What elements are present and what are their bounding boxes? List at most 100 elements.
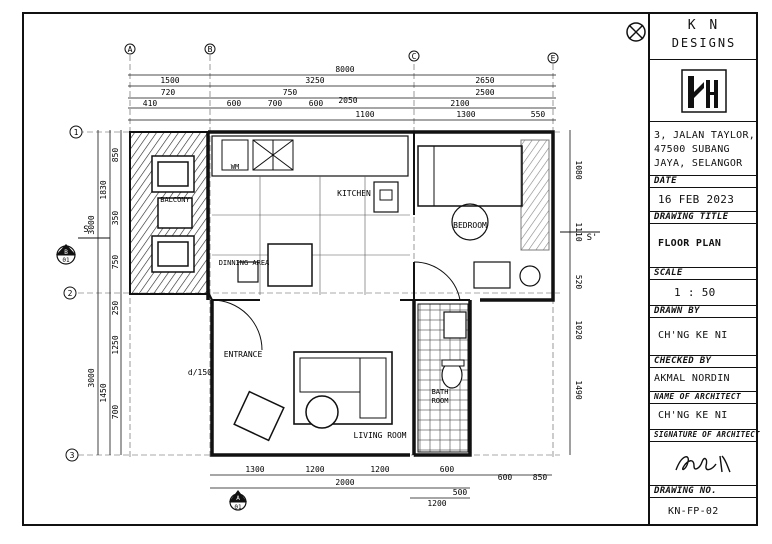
dining-chair [237,261,259,283]
grid-bubble-b [204,43,216,55]
sofa-chaise [359,357,387,419]
signature-label: SIGNATURE OF ARCHITECT [654,430,760,439]
dim-right-1080: 1080 [574,160,583,179]
dim-left-1450: 1450 [99,383,108,402]
dim-top-3250: 3250 [305,76,324,85]
grid-bubble-e [547,52,559,64]
address-line-1: 3, JALAN TAYLOR, [654,130,756,141]
grid-label-e: E [551,54,556,63]
dim-bot-1200c: 1200 [427,499,446,508]
dim-top-1100: 1100 [355,110,374,119]
architect-value: CH'NG KE NI [658,410,728,421]
scale-label-cell: SCALE [650,268,758,280]
address-line-3: JAYA, SELANGOR [654,158,743,169]
room-label-dining: DINNING AREA [219,259,270,267]
dim-top-2650: 2650 [475,76,494,85]
drawing-no-value-cell: KN-FP-02 [650,498,758,524]
date-label: DATE [654,176,677,186]
room-label-room: ROOM [432,397,449,405]
address-line-2: 47500 SUBANG [654,144,730,155]
dim-bot-600a: 600 [440,465,455,474]
dim-right-1490: 1490 [574,380,583,399]
grid-label-2: 2 [68,289,73,298]
entrance-door-swing [211,299,263,351]
dim-left-3000b: 3000 [87,368,96,387]
balcony-table [157,197,193,229]
room-label-kitchen: KITCHEN [337,189,371,198]
room-label-bedroom: BEDROOM [453,221,487,230]
architect-label: NAME OF ARCHITECT [654,392,741,401]
room-label-entrance: ENTRANCE [224,350,263,359]
dim-top-600a: 600 [227,99,242,108]
checked-by-label-cell: CHECKED BY [650,356,758,368]
logo-cell [650,60,758,122]
door-tag: d/150 [188,368,212,377]
grid-bubble-c [408,50,420,62]
elevation-marker-bottom: A 01 [229,490,247,511]
title-block: K N DESIGNS 3, JALAN TAYLOR, 47500 SUBAN… [626,12,760,526]
dim-top-600b: 600 [309,99,324,108]
left-dimension-lines [97,130,122,455]
dim-bot-1300: 1300 [245,465,264,474]
bedroom-rug [451,203,489,241]
grid-label-c: C [412,52,417,61]
wash-basin [443,311,467,339]
coffee-table [305,395,339,429]
dim-top-2100: 2100 [450,99,469,108]
grid-label-3: 3 [70,451,75,460]
wardrobe [520,139,550,251]
scale-value: 1 : 50 [674,286,716,299]
dim-right-520: 520 [574,275,583,290]
drawing-no-label: DRAWING NO. [654,486,717,496]
checked-by-label: CHECKED BY [654,356,712,366]
date-value: 16 FEB 2023 [658,193,735,206]
dim-left-750: 750 [111,255,120,270]
grid-bubble-1 [69,125,83,139]
armchair [233,390,285,442]
drawn-by-label: DRAWN BY [654,306,700,316]
architect-label-cell: NAME OF ARCHITECT [650,392,758,404]
dim-bot-850: 850 [533,473,548,482]
drawing-title-value-cell: FLOOR PLAN [650,224,758,268]
address-cell: 3, JALAN TAYLOR, 47500 SUBANG JAYA, SELA… [650,122,758,176]
bottom-dimension-lines [210,474,552,499]
drawing-title-label: DRAWING TITLE [654,212,729,222]
bedroom-door-swing [413,261,461,301]
fridge [373,181,399,213]
date-label-cell: DATE [650,176,758,188]
room-label-bath: BATH [432,388,449,396]
drawing-title-label-cell: DRAWING TITLE [650,212,758,224]
balcony-chair-2-seat [157,241,189,267]
balcony-chair-1-seat [157,161,189,187]
drawn-by-label-cell: DRAWN BY [650,306,758,318]
dim-left-350: 350 [111,211,120,226]
section-label-s-prime: S' [587,233,598,243]
svg-text:01: 01 [234,504,242,511]
section-marker-left: B 01 [56,244,76,265]
signature-label-cell: SIGNATURE OF ARCHITECT [650,430,760,442]
dim-right-1020: 1020 [574,320,583,339]
drawn-by-value: CH'NG KE NI [658,330,728,341]
date-value-cell: 16 FEB 2023 [650,188,758,212]
dim-top-2050: 2050 [338,96,357,105]
firm-logo [681,69,727,113]
dim-bot-600b: 600 [498,473,513,482]
dim-left-700: 700 [111,405,120,420]
dim-top-410: 410 [143,99,158,108]
svg-text:A: A [236,495,240,502]
sofa [293,351,393,425]
firm-name-line1: K N [687,18,721,33]
washing-machine [221,139,249,171]
dim-left-250: 250 [111,301,120,316]
firm-name-cell: K N DESIGNS [650,12,758,60]
sheet-border [22,12,758,526]
grid-label-a: A [128,45,133,54]
dim-bot-2000: 2000 [335,478,354,487]
drawn-by-value-cell: CH'NG KE NI [650,318,758,356]
kitchen-stove [252,139,294,171]
checked-by-value-cell: AKMAL NORDIN [650,368,758,392]
scale-value-cell: 1 : 50 [650,280,758,306]
dim-left-1830: 1830 [99,180,108,199]
svg-text:01: 01 [62,257,70,264]
